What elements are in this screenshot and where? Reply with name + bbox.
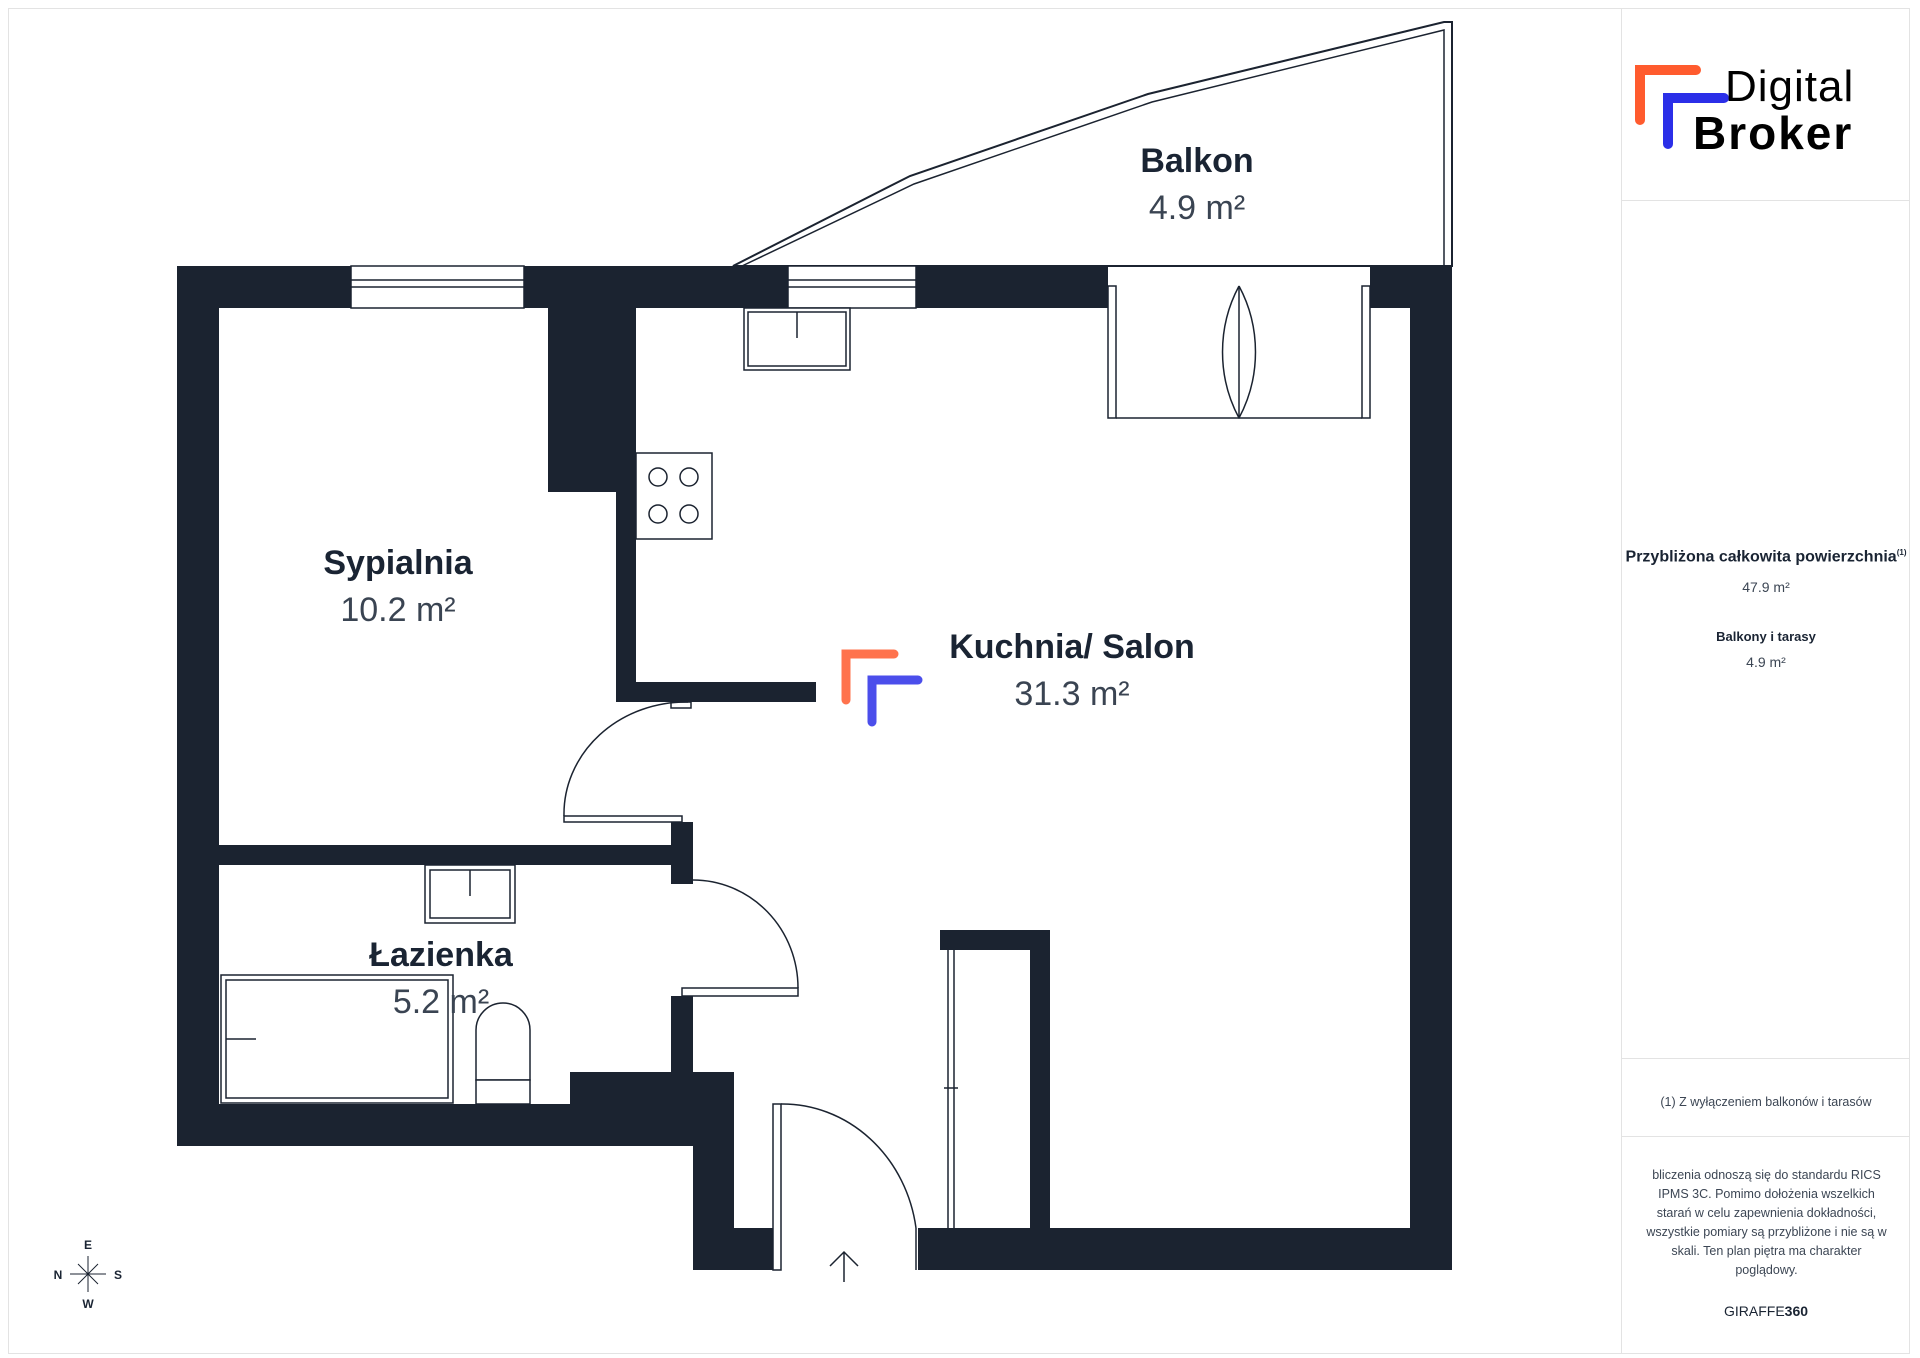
brand-logo-icon [1635,65,1729,149]
room-area-kuchnia: 31.3 m² [1014,675,1129,713]
area-summary: Przybliżona całkowita powierzchnia(1) 47… [1622,541,1910,670]
entrance-door [772,1103,917,1271]
brand-line1: Digital [1725,62,1855,111]
balcony-door [1107,285,1371,419]
room-area-lazienka: 5.2 m² [393,983,489,1021]
total-area-note: (1) [1896,548,1907,557]
watermark-logo-icon [841,649,923,727]
compass-label-n: N [54,1268,63,1282]
divider [1622,200,1910,201]
compass-icon [70,1256,106,1292]
brand-logo: Digital Broker [1622,8,1910,200]
windows [350,265,917,309]
balcony-area-label: Balkony i tarasy [1716,629,1816,645]
bathroom-fixtures [220,864,531,1105]
total-area-label-text: Przybliżona całkowita powierzchnia [1625,548,1897,566]
entrance-arrow-icon [829,1250,859,1282]
total-area-value: 47.9 m² [1742,579,1790,596]
kitchen-fixtures [635,307,851,540]
footnote: (1) Z wyłączeniem balkonów i tarasów [1660,1095,1872,1109]
brand-line2: Broker [1693,107,1854,159]
floor-plan: Balkon 4.9 m² Sypialnia 10.2 m² Kuchnia/… [54,21,1453,1311]
room-name-lazienka: Łazienka [369,936,514,974]
disclaimer: bliczenia odnoszą się do standardu RICS … [1646,1168,1887,1277]
compass-label-w: W [82,1297,94,1311]
bathroom-door [681,879,799,997]
giraffe-part2: 360 [1784,1303,1809,1319]
room-area-sypialnia: 10.2 m² [340,591,455,629]
room-name-balkon: Balkon [1140,142,1253,180]
compass-label-s: S [114,1268,122,1282]
balcony-inner-line [741,29,1445,267]
room-name-kuchnia: Kuchnia/ Salon [949,628,1195,666]
info-sidebar: Digital Broker Przybliżona całkowita pow… [1621,8,1910,1354]
compass-label-e: E [84,1238,92,1252]
room-name-sypialnia: Sypialnia [323,544,473,582]
walls [177,266,1452,1270]
room-area-balkon: 4.9 m² [1149,189,1245,227]
total-area-label: Przybliżona całkowita powierzchnia(1) [1622,541,1910,569]
page-frame [8,8,1910,1354]
divider [1622,1136,1910,1137]
balcony-area-value: 4.9 m² [1746,654,1786,671]
giraffe-part1: GIRAFFE [1723,1303,1785,1319]
divider [1622,1058,1910,1059]
balcony-outline [732,21,1453,267]
wardrobe [944,950,958,1228]
giraffe360-brand: GIRAFFE360 [1622,1303,1910,1319]
bedroom-door [563,701,692,823]
